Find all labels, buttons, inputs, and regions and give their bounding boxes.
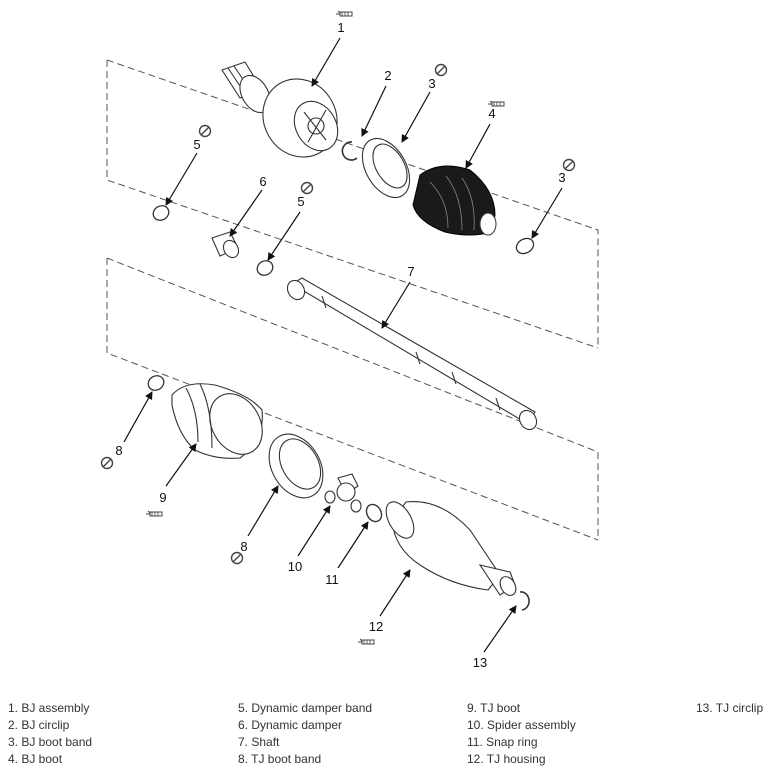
dynamic-damper-band-part: [152, 205, 170, 221]
callout-10: 10: [288, 559, 302, 574]
legend-item: 7. Shaft: [238, 735, 280, 749]
callout-4: 4: [488, 106, 495, 121]
tj-boot-part: [171, 383, 263, 459]
legend-column-3: 9. TJ boot 10. Spider assembly 11. Snap …: [467, 700, 576, 768]
callout-3-right: 3: [558, 170, 565, 185]
do-not-reuse-icon: [562, 158, 576, 172]
legend-item: 3. BJ boot band: [8, 735, 93, 749]
callout-1: 1: [337, 20, 344, 35]
legend-column-4: 13. TJ circlip: [696, 700, 763, 717]
shaft-part: [286, 277, 538, 431]
grease-tube-icon: [145, 510, 163, 517]
grease-tube-icon: [335, 10, 353, 17]
legend-item: 12. TJ housing: [467, 752, 546, 766]
dynamic-damper-part: [211, 231, 240, 259]
do-not-reuse-icon: [198, 124, 212, 138]
callout-7: 7: [407, 264, 414, 279]
callout-numbers: 1 2 3 4 3 5 6 5 7 8 9 8 10 11 12 13: [115, 20, 565, 670]
bj-circlip-part: [341, 141, 358, 161]
do-not-reuse-icon: [230, 551, 244, 565]
snap-ring-part: [365, 503, 383, 523]
tj-boot-band-small-part: [147, 375, 165, 391]
callout-3: 3: [428, 76, 435, 91]
callout-5-left: 5: [193, 137, 200, 152]
legend-item: 10. Spider assembly: [467, 718, 576, 732]
spider-assembly-part: [324, 473, 362, 513]
bj-boot-part: [412, 165, 497, 236]
bj-boot-band-part: [361, 137, 411, 199]
callout-8-lower: 8: [240, 539, 247, 554]
legend-item: 6. Dynamic damper: [238, 718, 343, 732]
do-not-reuse-icon: [100, 456, 114, 470]
legend-item: 13. TJ circlip: [696, 701, 764, 715]
legend-item: 11. Snap ring: [467, 735, 538, 749]
do-not-reuse-icon: [300, 181, 314, 195]
tj-boot-band-part: [268, 433, 324, 499]
callout-2: 2: [384, 68, 391, 83]
grease-tube-icon: [357, 638, 375, 645]
lower-group-frame: [106, 257, 599, 541]
legend-item: 1. BJ assembly: [8, 701, 90, 715]
legend-item: 9. TJ boot: [467, 701, 521, 715]
do-not-reuse-icon: [434, 63, 448, 77]
legend-item: 4. BJ boot: [8, 752, 63, 766]
tj-housing-part: [385, 501, 517, 596]
bj-assembly-part: [221, 61, 339, 158]
exploded-diagram: 1 2 3 4 3 5 6 5 7 8 9 8 10 11 12 13: [100, 10, 599, 670]
callout-13: 13: [473, 655, 487, 670]
leader-lines: [123, 37, 563, 653]
dynamic-damper-band-part-2: [256, 260, 274, 276]
parts-legend: 1. BJ assembly 2. BJ circlip 3. BJ boot …: [0, 700, 772, 776]
callout-8-left: 8: [115, 443, 122, 458]
callout-5-right: 5: [297, 194, 304, 209]
upper-group-frame: [106, 59, 599, 349]
legend-item: 8. TJ boot band: [238, 752, 322, 766]
callout-12: 12: [369, 619, 383, 634]
legend-item: 2. BJ circlip: [8, 718, 70, 732]
legend-column-1: 1. BJ assembly 2. BJ circlip 3. BJ boot …: [8, 700, 92, 768]
legend-column-2: 5. Dynamic damper band 6. Dynamic damper…: [238, 700, 372, 768]
callout-11: 11: [325, 572, 339, 587]
tj-circlip-part: [519, 591, 530, 611]
legend-item: 5. Dynamic damper band: [238, 701, 373, 715]
callout-6: 6: [259, 174, 266, 189]
callout-9: 9: [159, 490, 166, 505]
bj-boot-band-small-part: [515, 237, 535, 255]
